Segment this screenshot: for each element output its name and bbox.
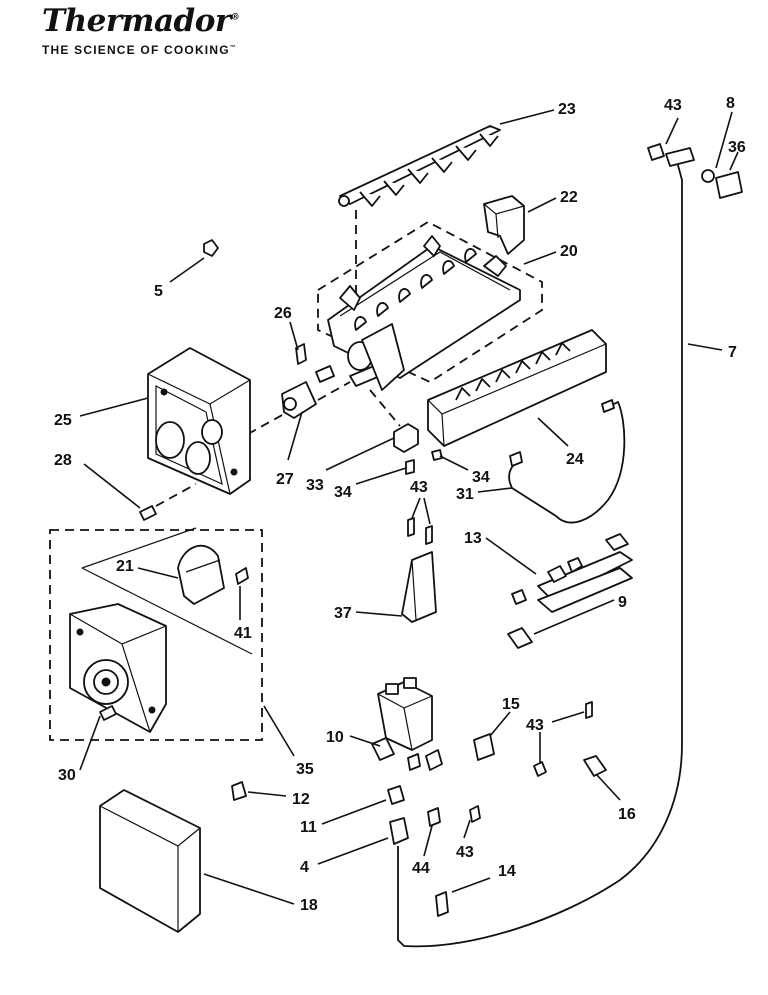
callout-11: 11: [300, 819, 317, 836]
callout-21: 21: [116, 558, 134, 575]
part-16-clip: [533, 701, 607, 777]
callout-22: 22: [560, 189, 578, 206]
callout-24: 24: [566, 451, 584, 468]
part-15-clip: [473, 733, 495, 761]
part-20-mold: [317, 220, 543, 391]
brand-registered-mark: ®: [230, 12, 240, 23]
brand-tagline-mark: ™: [229, 45, 237, 51]
callout-15: 15: [502, 696, 520, 713]
callout-30: 30: [58, 767, 76, 784]
callout-35: 35: [296, 761, 314, 778]
callout-20: 20: [560, 243, 578, 260]
callout-31: 31: [456, 486, 474, 503]
callout-43-right: 43: [526, 717, 544, 734]
brand-logo: Thermador® THE SCIENCE OF COOKING™: [42, 3, 240, 58]
part-23-ejector: [338, 125, 501, 330]
part-31-harness: [508, 399, 626, 524]
callout-34-right: 34: [472, 469, 490, 486]
brand-tagline-text: THE SCIENCE OF COOKING: [42, 43, 230, 57]
callout-5: 5: [154, 283, 163, 300]
callout-34-left: 34: [334, 484, 352, 501]
part-22-cover: [483, 195, 525, 255]
part-35-module: [49, 527, 263, 741]
part-26-27-motor: [247, 343, 351, 435]
callout-18: 18: [300, 897, 318, 914]
callout-33: 33: [306, 477, 324, 494]
callout-10: 10: [326, 729, 344, 746]
part-33-bracket: [369, 389, 443, 475]
part-25-housing: [147, 347, 251, 495]
part-18-cover: [99, 789, 201, 933]
callout-12: 12: [292, 791, 310, 808]
callout-44: 44: [412, 860, 430, 877]
callout-25: 25: [54, 412, 72, 429]
callout-37: 37: [334, 605, 352, 622]
callout-36: 36: [728, 139, 746, 156]
part-7-fill-tube: [397, 143, 743, 948]
small-fittings: [231, 781, 481, 917]
brand-tagline: THE SCIENCE OF COOKING™: [42, 43, 239, 57]
callout-4: 4: [300, 859, 309, 876]
callout-23: 23: [558, 101, 576, 118]
leader-lines: [79, 109, 739, 905]
brand-name-text: Thermador: [42, 3, 231, 39]
part-13-switch: [511, 533, 633, 613]
callout-16: 16: [618, 806, 636, 823]
callout-13: 13: [464, 530, 482, 547]
callout-41: 41: [234, 625, 252, 642]
part-10-valve: [371, 677, 443, 771]
part-24-heater: [427, 329, 607, 447]
callout-7: 7: [728, 344, 737, 361]
callout-14: 14: [498, 863, 516, 880]
callout-8: 8: [726, 95, 735, 112]
part-5-clip: [203, 239, 219, 257]
callout-43-mid: 43: [410, 479, 428, 496]
callout-43-bottom: 43: [456, 844, 474, 861]
callout-numbers: 23 43 8 36 22 20 5 26 7 25 24 27 33 34 3…: [54, 95, 746, 914]
brand-name: Thermador®: [42, 3, 240, 39]
part-9-switch: [507, 627, 533, 649]
part-28-screw: [139, 483, 197, 521]
callout-28: 28: [54, 452, 72, 469]
part-37-bracket: [401, 517, 437, 623]
callout-9: 9: [618, 594, 627, 611]
callout-27: 27: [276, 471, 294, 488]
callout-26: 26: [274, 305, 292, 322]
callout-43-top: 43: [664, 97, 682, 114]
